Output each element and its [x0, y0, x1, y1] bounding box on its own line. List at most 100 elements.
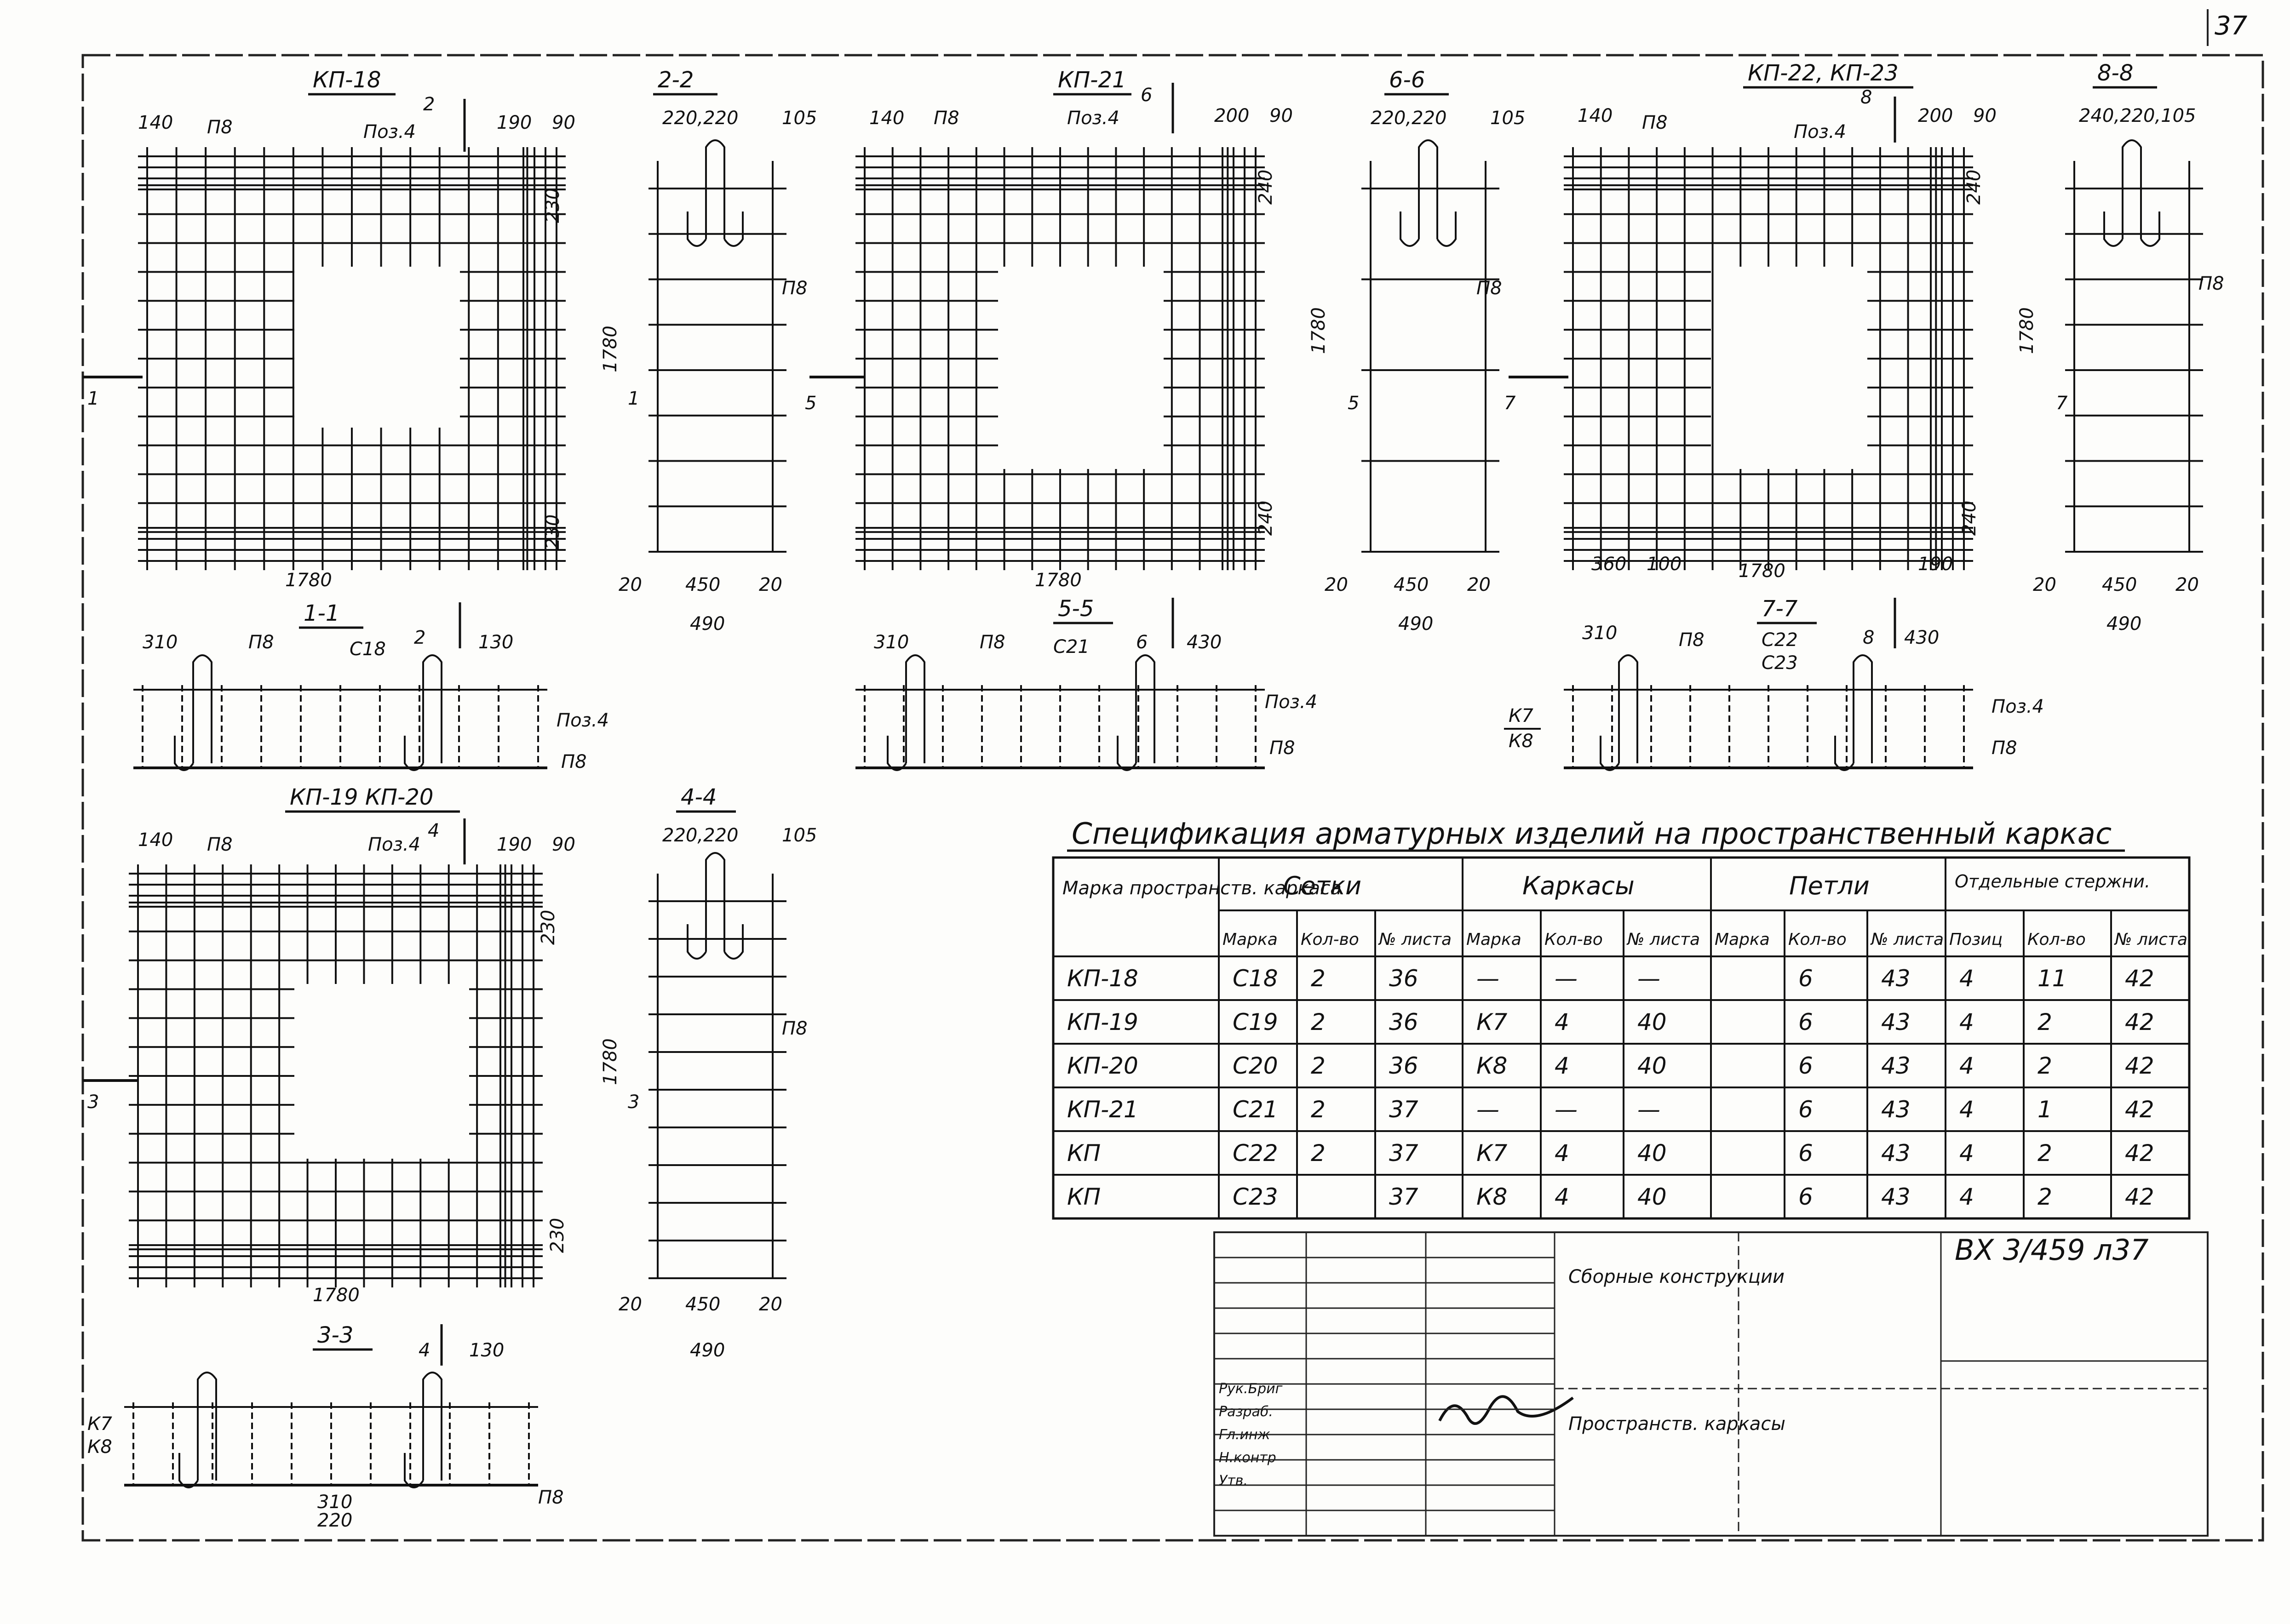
elevation-strip: [1564, 654, 1973, 771]
dim-label: 310: [1582, 623, 1617, 644]
spec-cell: К8: [1476, 1184, 1507, 1210]
dim-label: 1780: [2016, 307, 2037, 354]
dim-label: 450: [2102, 574, 2137, 595]
cut-label: 1: [87, 388, 99, 409]
lifting-loop-hook: [723, 924, 744, 960]
lifting-loop: [422, 654, 442, 763]
dim-label: 310: [317, 1492, 352, 1513]
cut-label: 3: [628, 1092, 639, 1113]
cut-label: 5: [805, 393, 816, 414]
dim-label: 450: [685, 574, 720, 595]
dim-label: 140: [138, 112, 173, 133]
dim-label: 490: [2106, 613, 2141, 635]
dim-label: 430: [1187, 632, 1222, 653]
dim-label: 240: [1255, 501, 1276, 536]
mark-label: С18: [350, 639, 386, 660]
lifting-loop-hook: [174, 736, 194, 771]
bar-label: П8: [1992, 738, 2017, 759]
section-mark: 2: [423, 94, 435, 115]
frame-label: К7: [87, 1413, 112, 1435]
lifting-loop: [1853, 654, 1873, 763]
spec-cell: —: [1637, 1096, 1660, 1123]
mark-label: С23: [1762, 652, 1798, 674]
dim-label: 100: [1647, 554, 1682, 575]
lifting-loop-hook: [1600, 736, 1620, 771]
lifting-loop: [2122, 139, 2142, 239]
lifting-loop-hook: [1834, 736, 1854, 771]
lifting-loop-hook: [687, 924, 707, 960]
spec-subheader: Кол-во: [2027, 930, 2086, 949]
dim-label: 105: [782, 825, 817, 846]
spec-group-header: Отдельные стержни.: [1955, 871, 2150, 892]
lifting-loop: [192, 654, 212, 763]
bar-label: П8: [1679, 629, 1705, 651]
spec-cell: 37: [1389, 1184, 1418, 1210]
section-mark: 4: [428, 820, 439, 841]
dim-label: 450: [685, 1294, 720, 1315]
spec-cell: С18: [1233, 965, 1278, 992]
pos-label: Поз.4: [1992, 696, 2044, 717]
spec-cell: 42: [2125, 1184, 2154, 1210]
spec-cell: КП-20: [1067, 1052, 1138, 1079]
pos-label: Поз.4: [363, 121, 416, 143]
tb-name: Пространств. каркасы: [1568, 1413, 1785, 1435]
spec-cell: 40: [1637, 1052, 1667, 1079]
mesh-grid: [1564, 147, 1973, 570]
view-title: 3-3: [317, 1322, 353, 1348]
spec-cell: 4: [1959, 1096, 1974, 1123]
spec-cell: —: [1555, 1096, 1578, 1123]
dim-label: 20: [619, 574, 642, 595]
bar-label: П8: [561, 751, 587, 772]
cut-label: 5: [1348, 393, 1359, 414]
view-kp19-kp20: КП-19 КП-20 140 П8 Поз.4 4 190 90 230 23…: [83, 784, 575, 1306]
bar-label: П8: [934, 108, 959, 129]
page-number: 37: [2215, 11, 2248, 41]
spec-cell: 36: [1389, 1009, 1418, 1035]
dim-label: 90: [552, 834, 575, 855]
bar-label: П8: [782, 1018, 808, 1039]
spec-cell: 2: [1311, 1009, 1326, 1035]
lifting-loop-hook: [2140, 212, 2160, 247]
dim-label: 240: [1255, 170, 1276, 205]
spec-title: Спецификация арматурных изделий на прост…: [1072, 817, 2112, 851]
spec-cell: 37: [1389, 1140, 1418, 1167]
dim-label: 20: [759, 574, 782, 595]
dim-label: 140: [1578, 105, 1613, 126]
spec-cell: 1: [2037, 1096, 2052, 1123]
lifting-loop: [705, 852, 725, 952]
spec-cell: 6: [1798, 1009, 1813, 1035]
dim-label: 20: [619, 1294, 642, 1315]
spec-subheader: Кол-во: [1544, 930, 1603, 949]
pos-label: Поз.4: [1265, 692, 1317, 713]
spec-subheader: Кол-во: [1301, 930, 1359, 949]
spec-cell: —: [1476, 1096, 1499, 1123]
tb-role: Утв.: [1219, 1473, 1248, 1489]
cut-label: 3: [87, 1092, 99, 1113]
spec-cell: 2: [1311, 1140, 1326, 1167]
spec-cell: 42: [2125, 1052, 2154, 1079]
dim-label: 1780: [600, 326, 621, 372]
dim-label: 1780: [1739, 560, 1785, 582]
pos-label: Поз.4: [557, 710, 609, 731]
view-title: КП-22, КП-23: [1748, 60, 1899, 86]
view-title: 7-7: [1762, 596, 1798, 622]
dim-label: 1780: [1308, 307, 1329, 354]
spec-cell: 2: [2037, 1009, 2052, 1035]
lifting-loop-hook: [1400, 212, 1420, 247]
view-title: КП-21: [1058, 67, 1126, 93]
dim-label: 360: [1591, 554, 1626, 575]
spec-cell: 6: [1798, 1096, 1813, 1123]
dim-label: 130: [478, 632, 513, 653]
spec-cell: 2: [1311, 1096, 1326, 1123]
spec-cell: КП: [1067, 1184, 1101, 1210]
title-block: ВХ 3/459 л37 Сборные конструкции Простра…: [1213, 1231, 2209, 1537]
dim-label: 20: [759, 1294, 782, 1315]
pos-label: Поз.4: [1067, 108, 1119, 129]
bar-label: П8: [782, 278, 808, 299]
spec-group-header: Каркасы: [1522, 871, 1635, 900]
bar-label: П8: [538, 1487, 564, 1508]
dim-label: 190: [497, 834, 532, 855]
view-title: 2-2: [658, 67, 694, 93]
sheet-frame: [81, 54, 2264, 1542]
